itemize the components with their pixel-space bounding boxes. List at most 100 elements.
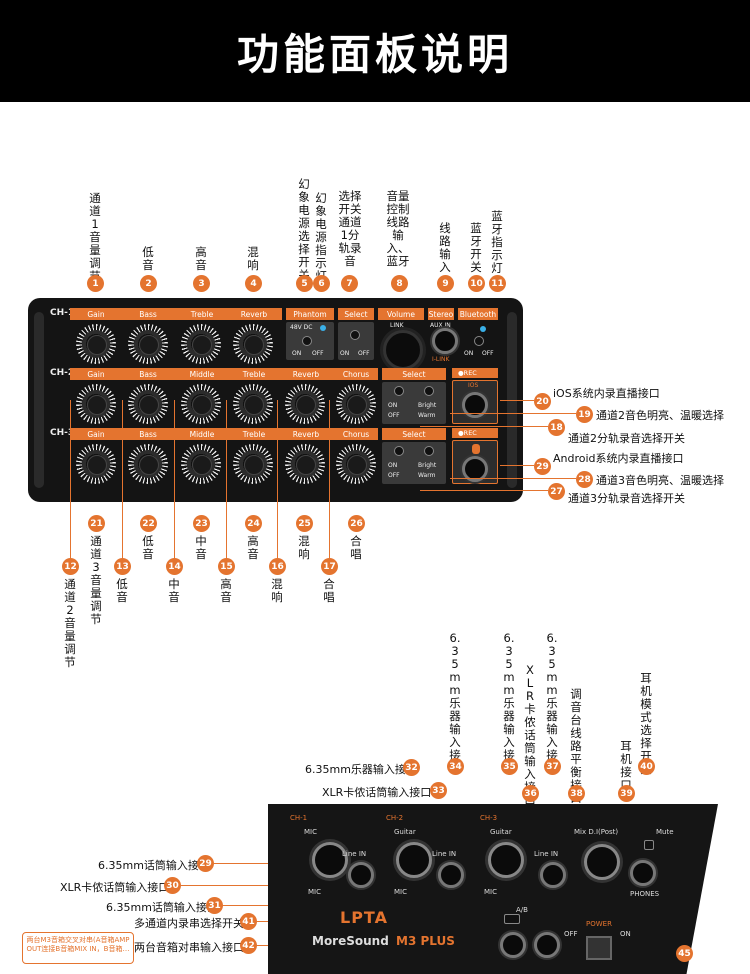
model-name: M3 PLUS — [396, 934, 455, 948]
ch3-chorus-knob[interactable] — [336, 444, 376, 484]
ab-switch[interactable] — [504, 914, 520, 924]
label-11: 蓝牙指示灯 — [491, 209, 503, 275]
ch2-middle-knob[interactable] — [181, 384, 221, 424]
ch2-warm: Warm — [418, 412, 436, 419]
callout-27: 27 — [548, 483, 565, 500]
ch1-phantom-label: Phantom — [286, 308, 334, 320]
ch3-off: OFF — [388, 472, 400, 479]
ios-jack[interactable] — [462, 392, 488, 418]
ch2-reverb-knob[interactable] — [285, 384, 325, 424]
ch1-reverb-knob[interactable] — [233, 324, 273, 364]
ch1-treble-knob[interactable] — [181, 324, 221, 364]
ch2-xlr-combo[interactable] — [396, 842, 432, 878]
label-2: 低音 — [142, 245, 154, 272]
ch3-reverb-knob[interactable] — [285, 444, 325, 484]
ch2-bass-knob[interactable] — [128, 384, 168, 424]
label-24: 高音 — [247, 534, 259, 561]
link-label: LINK — [390, 322, 404, 329]
label-42: 两台音箱对串输入接口 — [134, 941, 244, 954]
ch1-reverb-label: Reverb — [240, 309, 268, 319]
android-icon — [472, 444, 480, 454]
phantom-led — [320, 325, 326, 331]
callout-35: 35 — [501, 758, 518, 775]
mute-switch[interactable] — [644, 840, 654, 850]
aux-in-label: AUX IN — [430, 322, 451, 329]
ch3-bass-knob[interactable] — [128, 444, 168, 484]
ch2-line-jack[interactable] — [438, 862, 464, 888]
leader-27 — [420, 490, 548, 491]
lpta-logo: LPTA — [340, 908, 388, 927]
leader-14 — [174, 400, 175, 560]
ch3-track-switch[interactable] — [394, 446, 404, 456]
power-switch[interactable] — [586, 936, 612, 960]
leader-19 — [450, 413, 576, 414]
ch2-chorus-knob[interactable] — [336, 384, 376, 424]
ch1-bass-label: Bass — [139, 309, 157, 319]
aux-in-jack[interactable] — [432, 328, 458, 354]
callout-45: 45 — [676, 945, 693, 962]
callout-32: 32 — [403, 759, 420, 776]
mix-di-xlr[interactable] — [584, 844, 620, 880]
callout-36: 36 — [522, 785, 539, 802]
ch3-middle-knob[interactable] — [181, 444, 221, 484]
ch3-line-jack[interactable] — [540, 862, 566, 888]
ch1-xlr-combo[interactable] — [312, 842, 348, 878]
callout-42: 42 — [240, 937, 257, 954]
label-29: Android系统内录直播接口 — [553, 452, 684, 465]
ch1-gain-knob[interactable] — [76, 324, 116, 364]
label-29b: 6.35mm话筒输入接口 — [98, 859, 210, 872]
ch3-treble-label: Treble — [242, 429, 266, 439]
bluetooth-switch[interactable] — [474, 336, 484, 346]
phones-jack[interactable] — [630, 860, 656, 886]
ch3-gain-knob[interactable] — [76, 444, 116, 484]
ch1-bass-knob[interactable] — [128, 324, 168, 364]
ch2-treble-knob[interactable] — [233, 384, 273, 424]
ch2-bass-label: Bass — [139, 369, 157, 379]
label-18: 通道2分轨录音选择开关 — [568, 432, 685, 445]
ch1-select-label: Select — [338, 308, 374, 320]
volume-knob[interactable] — [383, 330, 423, 370]
link-jack-1[interactable] — [500, 932, 526, 958]
ch3-rec-label: ●REC — [452, 428, 498, 438]
ch3-warm: Warm — [418, 472, 436, 479]
android-jack[interactable] — [462, 456, 488, 482]
brand-name: MoreSound — [312, 934, 389, 948]
phones-label: PHONES — [630, 890, 660, 898]
callout-33: 33 — [430, 782, 447, 799]
rear-ch3-guitar: Guitar — [490, 828, 512, 836]
callout-17: 17 — [321, 558, 338, 575]
rear-ch2: CH-2 — [386, 814, 404, 822]
label-5: 幻象电源选择开关 — [298, 177, 310, 282]
ch3-tone-switch[interactable] — [424, 446, 434, 456]
rear-ch3: CH-3 — [480, 814, 498, 822]
leader-28 — [450, 478, 576, 479]
ch2-track-switch[interactable] — [394, 386, 404, 396]
ab-label: A/B — [516, 906, 528, 914]
ch3-xlr-combo[interactable] — [488, 842, 524, 878]
ch2-gain-knob[interactable] — [76, 384, 116, 424]
ch1-mic-bottom: MIC — [308, 888, 321, 896]
ch2-bright: Bright — [418, 402, 437, 409]
ch2-tone-switch[interactable] — [424, 386, 434, 396]
ch1-volume-label: Volume — [378, 308, 424, 320]
ch3-select-label: Select — [382, 428, 446, 440]
cascade-note: 两台M3音箱交叉对串(A音箱AMP OUT连接B音箱MIX IN，B音箱… — [22, 932, 134, 964]
callout-11: 11 — [489, 275, 506, 292]
ch1-line-jack[interactable] — [348, 862, 374, 888]
ch1-select-switch[interactable] — [350, 330, 360, 340]
ch3-treble-knob[interactable] — [233, 444, 273, 484]
label-8: 音量控制线路输入、蓝牙 — [386, 189, 410, 268]
rear-panel: CH-1 CH-2 CH-3 MIC Guitar Guitar Line IN… — [268, 804, 718, 974]
ch1-treble-label: Treble — [190, 309, 214, 319]
bt-off: OFF — [482, 350, 494, 357]
leader-16 — [277, 400, 278, 560]
callout-25: 25 — [296, 515, 313, 532]
label-33: XLR卡侬话筒输入接口 — [322, 786, 432, 799]
callout-8: 8 — [391, 275, 408, 292]
phantom-switch[interactable] — [302, 336, 312, 346]
ch3-middle-label: Middle — [189, 429, 215, 439]
ch3-strip — [70, 428, 378, 440]
ch2-rec-label: ●REC — [452, 368, 498, 378]
callout-21: 21 — [88, 515, 105, 532]
link-jack-2[interactable] — [534, 932, 560, 958]
